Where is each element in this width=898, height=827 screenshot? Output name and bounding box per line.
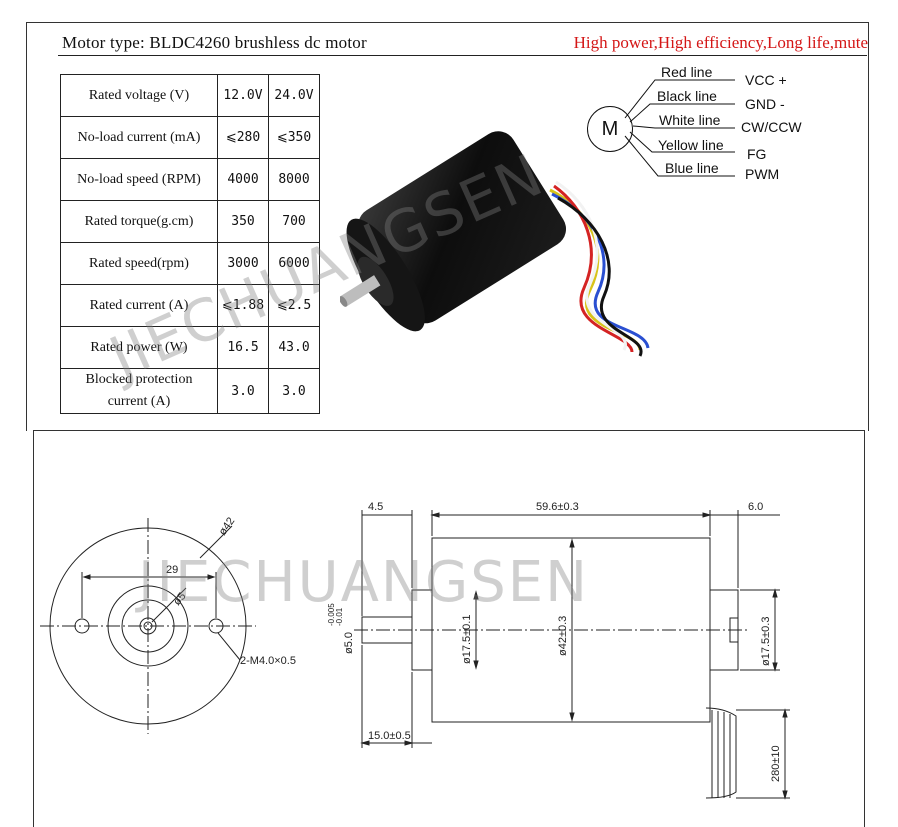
spec-row: No-load speed (RPM) 4000 8000 [60, 158, 320, 201]
spec-label: No-load current (mA) [60, 116, 218, 159]
spec-label: Rated voltage (V) [60, 74, 218, 117]
dim-mount-holes: 2-M4.0×0.5 [240, 655, 296, 667]
dim-boss-dia: ø17.5±0.1 [461, 615, 473, 664]
spec-value-24v: 24.0V [268, 74, 320, 117]
wire-label-blue: Blue line [665, 160, 719, 176]
dim-rear-boss-dia: ø17.5±0.3 [760, 617, 772, 666]
spec-label: Rated torque(g.cm) [60, 200, 218, 243]
dim-lead-len: 280±10 [770, 745, 782, 782]
spec-row: Rated speed(rpm) 3000 6000 [60, 242, 320, 285]
spec-table: Rated voltage (V) 12.0V 24.0V No-load cu… [60, 74, 320, 414]
spec-value-12v: 4000 [217, 158, 269, 201]
dim-shaft-tol-upper: -0.005 [327, 603, 336, 626]
dim-hole-spacing: 29 [166, 564, 178, 576]
spec-label: Rated speed(rpm) [60, 242, 218, 285]
dim-body-len: 59.6±0.3 [536, 501, 579, 513]
spec-value-24v: 3.0 [268, 368, 320, 414]
spec-value-12v: ⩽280 [217, 116, 269, 159]
signal-vcc: VCC + [745, 72, 787, 88]
dim-dia-shaft: ø5 [171, 590, 188, 608]
technical-drawing: ø42 29 ø5 2-M4.0×0.5 4.5 59.6±0.3 6.0 ø5… [40, 501, 790, 800]
spec-row: Rated power (W) 16.5 43.0 [60, 326, 320, 369]
wire-label-red: Red line [661, 64, 713, 80]
wiring-lines [624, 79, 735, 177]
spec-value-24v: ⩽350 [268, 116, 320, 159]
drawing-panel-frame [33, 430, 865, 827]
spec-value-24v: 43.0 [268, 326, 320, 369]
spec-value-12v: ⩽1.88 [217, 284, 269, 327]
spec-panel-frame [26, 22, 869, 431]
dim-rear-len: 6.0 [748, 501, 763, 513]
spec-label: No-load speed (RPM) [60, 158, 218, 201]
signal-gnd: GND - [745, 96, 785, 112]
spec-label: Rated current (A) [60, 284, 218, 327]
slogan: High power,High efficiency,Long life,mut… [573, 33, 868, 52]
spec-label: Blocked protection current (A) [60, 368, 218, 414]
spec-label: Rated power (W) [60, 326, 218, 369]
header-rule [58, 55, 867, 56]
motor-symbol: M [587, 106, 633, 152]
spec-row: Blocked protection current (A) 3.0 3.0 [60, 368, 320, 414]
spec-value-12v: 3.0 [217, 368, 269, 414]
spec-value-24v: 6000 [268, 242, 320, 285]
dim-shaft-dia: ø5.0 [343, 632, 355, 654]
wire-label-black: Black line [657, 88, 717, 104]
dim-shaft-ext: 4.5 [368, 501, 383, 513]
wire-label-white: White line [659, 112, 721, 128]
spec-row: Rated voltage (V) 12.0V 24.0V [60, 74, 320, 117]
dim-body-dia: ø42±0.3 [557, 616, 569, 656]
spec-value-24v: 700 [268, 200, 320, 243]
signal-pwm: PWM [745, 166, 780, 182]
dim-shaft-tol-lower: -0.01 [335, 607, 344, 626]
spec-value-24v: ⩽2.5 [268, 284, 320, 327]
spec-value-24v: 8000 [268, 158, 320, 201]
motor-photo [340, 131, 650, 357]
spec-value-12v: 350 [217, 200, 269, 243]
signal-fg: FG [747, 146, 767, 162]
spec-value-12v: 16.5 [217, 326, 269, 369]
motor-type-title: Motor type: BLDC4260 brushless dc motor [62, 33, 367, 52]
dim-shaft-len: 15.0±0.5 [368, 730, 411, 742]
dim-dia-outer: ø42 [217, 515, 238, 537]
wire-label-yellow: Yellow line [658, 137, 724, 153]
spec-row: No-load current (mA) ⩽280 ⩽350 [60, 116, 320, 159]
spec-row: Rated current (A) ⩽1.88 ⩽2.5 [60, 284, 320, 327]
spec-row: Rated torque(g.cm) 350 700 [60, 200, 320, 243]
signal-dir: CW/CCW [741, 119, 802, 135]
spec-value-12v: 3000 [217, 242, 269, 285]
spec-value-12v: 12.0V [217, 74, 269, 117]
